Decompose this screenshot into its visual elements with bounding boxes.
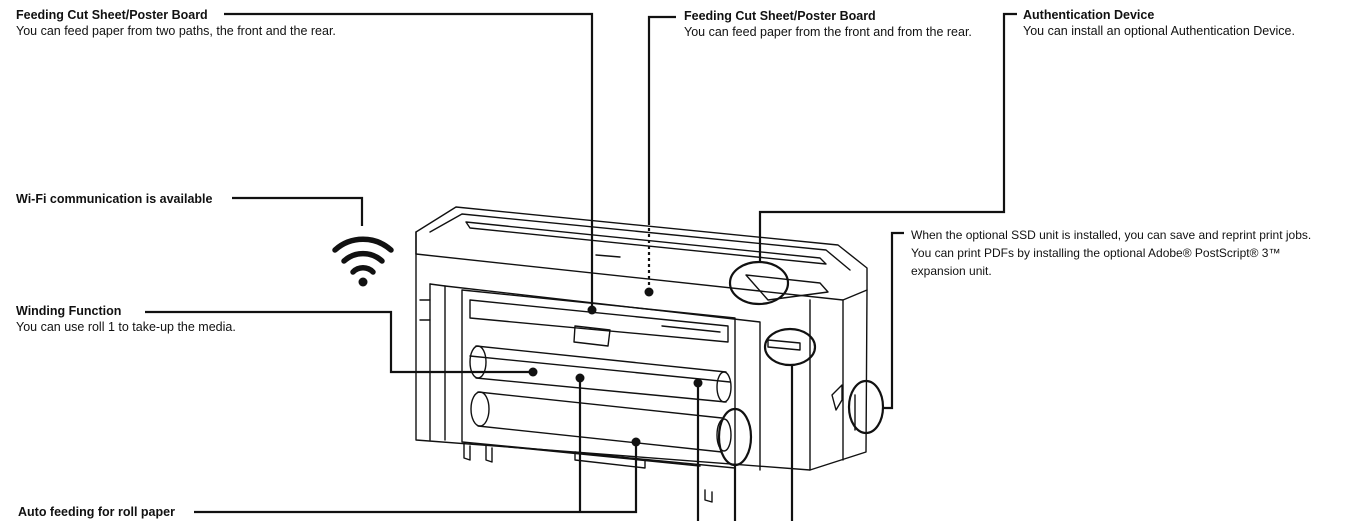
callout-winding-desc: You can use roll 1 to take-up the media.: [16, 320, 236, 334]
printer-body: [415, 253, 868, 471]
callout-feed-2-desc: You can feed paper from the front and fr…: [684, 25, 972, 39]
leader-wifi: [232, 196, 364, 226]
auth-device-highlight: [728, 260, 790, 306]
wifi-icon-dot: [358, 277, 368, 287]
front-feed-guide: [469, 299, 729, 343]
printer-top-lid: [415, 206, 868, 301]
dot-winding: [528, 367, 538, 377]
callout-ssd-line2: You can print PDFs by installing the opt…: [911, 246, 1281, 260]
callout-feed-1: Feeding Cut Sheet/Poster Board You can f…: [16, 7, 336, 39]
callout-ssd-line1: When the optional SSD unit is installed,…: [911, 228, 1312, 242]
side-port-highlight: [847, 379, 885, 435]
callout-ssd: When the optional SSD unit is installed,…: [911, 226, 1311, 280]
callout-ssd-line3: expansion unit.: [911, 264, 992, 278]
auth-device-slot: [745, 274, 829, 301]
leader-winding: [145, 310, 533, 374]
leader-ssd: [884, 231, 904, 410]
callout-feed-1-title: Feeding Cut Sheet/Poster Board: [16, 8, 208, 22]
callout-feed-2: Feeding Cut Sheet/Poster Board You can f…: [684, 8, 972, 40]
callout-auth: Authentication Device You can install an…: [1023, 7, 1295, 39]
callout-auth-title: Authentication Device: [1023, 8, 1155, 22]
ssd-highlight: [763, 327, 817, 367]
callout-wifi-title: Wi-Fi communication is available: [16, 192, 213, 206]
leader-auto-feed: [194, 442, 638, 514]
callout-feed-2-title: Feeding Cut Sheet/Poster Board: [684, 9, 876, 23]
roll-2: [477, 391, 723, 453]
callout-winding-title: Winding Function: [16, 304, 122, 318]
leader-feed-1: [224, 12, 594, 310]
dot-feed-2: [644, 287, 654, 297]
leader-auth: [758, 12, 1017, 262]
dot-feed-1: [587, 305, 597, 315]
dot-auto-feed-1: [575, 373, 585, 383]
callout-auto-feed: Auto feeding for roll paper: [18, 504, 175, 520]
leader-feed-2: [647, 15, 676, 222]
printer-illustration: [415, 206, 868, 503]
callout-wifi: Wi-Fi communication is available: [16, 191, 212, 207]
callout-winding: Winding Function You can use roll 1 to t…: [16, 303, 236, 335]
top-feed-slot: [465, 221, 827, 265]
callout-feed-1-desc: You can feed paper from two paths, the f…: [16, 24, 336, 38]
front-frame: [429, 283, 761, 471]
dot-auto-feed-2: [631, 437, 641, 447]
callout-auto-feed-title: Auto feeding for roll paper: [18, 505, 175, 519]
callout-auth-desc: You can install an optional Authenticati…: [1023, 24, 1295, 38]
dot-bottom-1: [693, 378, 703, 388]
roll-1: [475, 345, 727, 403]
wifi-icon: [332, 236, 394, 275]
